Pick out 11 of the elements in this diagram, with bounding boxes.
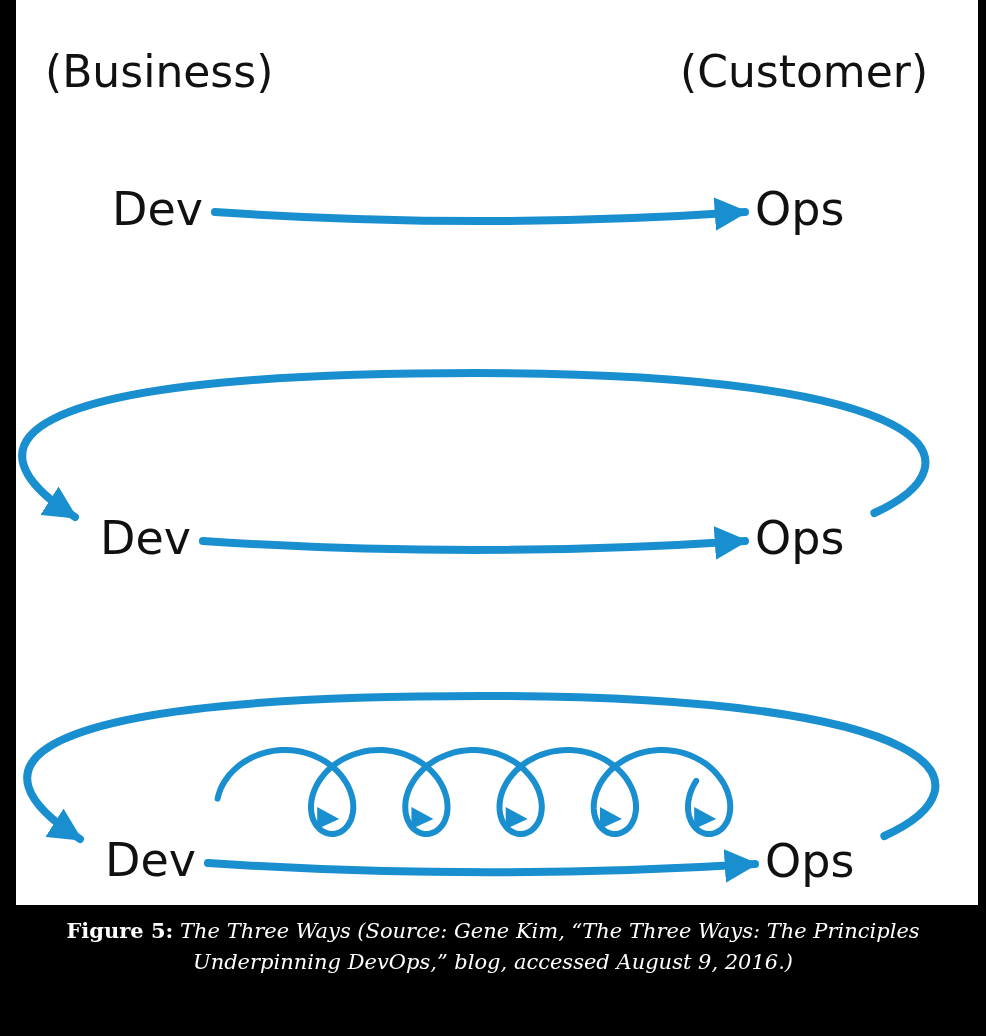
node-label: Dev bbox=[105, 837, 196, 883]
arrow bbox=[210, 197, 749, 231]
node-label: Dev bbox=[100, 515, 191, 561]
arrow bbox=[19, 369, 929, 521]
figure-caption: Figure 5: The Three Ways (Source: Gene Kim, “The Three Ways: The Principles Underpinning DevOps,” blog, accessed August 9, 2016.) bbox=[65, 917, 921, 976]
arrow bbox=[203, 848, 759, 883]
arrow bbox=[24, 692, 939, 843]
column-heading: (Customer) bbox=[680, 50, 929, 94]
node-label: Dev bbox=[112, 186, 203, 232]
column-heading: (Business) bbox=[45, 50, 274, 94]
arrow bbox=[198, 526, 749, 560]
